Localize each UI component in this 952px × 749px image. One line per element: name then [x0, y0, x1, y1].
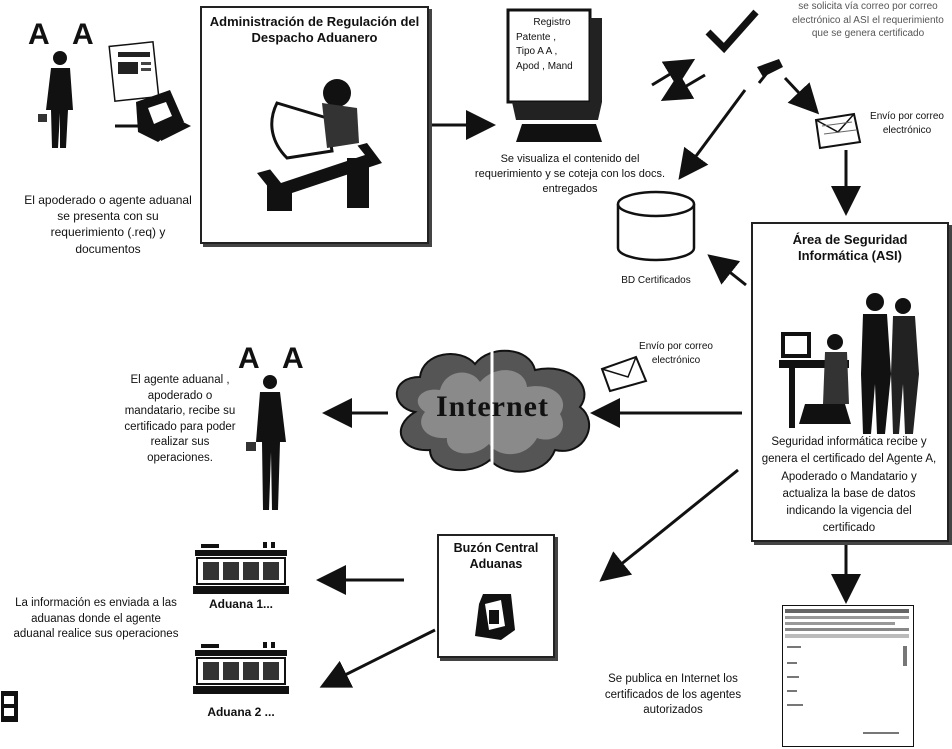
security-team-icon: [779, 293, 919, 434]
mailbox-icon: [475, 594, 515, 640]
check-icon: [705, 9, 759, 54]
agent-letter-left: A: [28, 18, 50, 51]
aduana-1-label: Aduana 1...: [208, 597, 273, 611]
aduanas-description: La información es enviada a las aduanas …: [13, 597, 179, 641]
publish-description: Se publica en Internet los certificados …: [604, 673, 742, 717]
arrow-pen-to-email: [783, 76, 820, 115]
agent-letter-left-bottom: A: [238, 342, 260, 375]
admin-regulacion-box: Administración de Regulación del Despach…: [200, 6, 429, 244]
aduana-1-building: Aduana 1...: [193, 540, 289, 612]
published-web-page: [782, 605, 914, 747]
top-right-description: se solicita vía correo por correo electr…: [792, 1, 944, 39]
agent-figure-bottom: A A: [234, 342, 314, 512]
internet-cloud: Internet: [385, 342, 600, 480]
monitor-line-tipo: Tipo A A ,: [516, 46, 558, 57]
arrow-monitor-to-check: [651, 58, 696, 88]
database-label: BD Certificados: [621, 275, 691, 286]
aduana-2-label: Aduana 2 ...: [207, 705, 275, 719]
agent-figure-top: A A: [18, 18, 108, 148]
agent-letter-right: A: [72, 18, 94, 51]
arrow-pen-to-db: [678, 89, 747, 180]
asi-box-title: Área de Seguridad Informática (ASI): [792, 232, 908, 264]
step1-description: El apoderado o agente aduanal se present…: [24, 193, 192, 256]
asi-box: Área de Seguridad Informática (ASI) Segu…: [751, 222, 949, 542]
monitor-title: Registro: [533, 17, 571, 28]
document-papers-icon: [108, 41, 188, 147]
email-icon-top: [814, 112, 862, 150]
arrow-asi-to-buzon: [599, 468, 739, 582]
buzon-box-title: Buzón Central Aduanas: [453, 541, 539, 571]
officer-desk-icon: [257, 79, 382, 211]
email-caption-mid: Envío por correo electrónico: [639, 341, 713, 366]
arrow-asi-to-db: [707, 254, 747, 287]
corner-logo-icon: [1, 691, 18, 722]
email-icon-mid: [600, 355, 648, 393]
admin-box-title: Administración de Regulación del Despach…: [209, 14, 420, 46]
buzon-central-box: Buzón Central Aduanas: [437, 534, 555, 658]
monitor-line-apod: Apod , Mand: [516, 60, 573, 72]
agent-receives-description: El agente aduanal , apoderado o mandatar…: [124, 374, 236, 464]
monitor-line-patente: Patente ,: [516, 31, 557, 43]
registry-monitor: Registro Patente , Tipo A A , Apod , Man…: [506, 8, 606, 148]
internet-label: Internet: [436, 390, 549, 423]
arrow-buzon-to-aduana2: [319, 628, 436, 688]
pen-signing-icon: [757, 59, 783, 84]
aduana-2-building: Aduana 2 ...: [193, 640, 289, 719]
database-icon: [616, 190, 696, 262]
email-caption-top: Envío por correo electrónico: [870, 111, 944, 136]
agent-letter-right-bottom: A: [282, 342, 304, 375]
asi-description: Seguridad informática recibe y genera el…: [761, 436, 937, 535]
visualize-description: Se visualiza el contenido del requerimie…: [474, 153, 666, 195]
arrow-check-to-monitor: [660, 72, 706, 102]
